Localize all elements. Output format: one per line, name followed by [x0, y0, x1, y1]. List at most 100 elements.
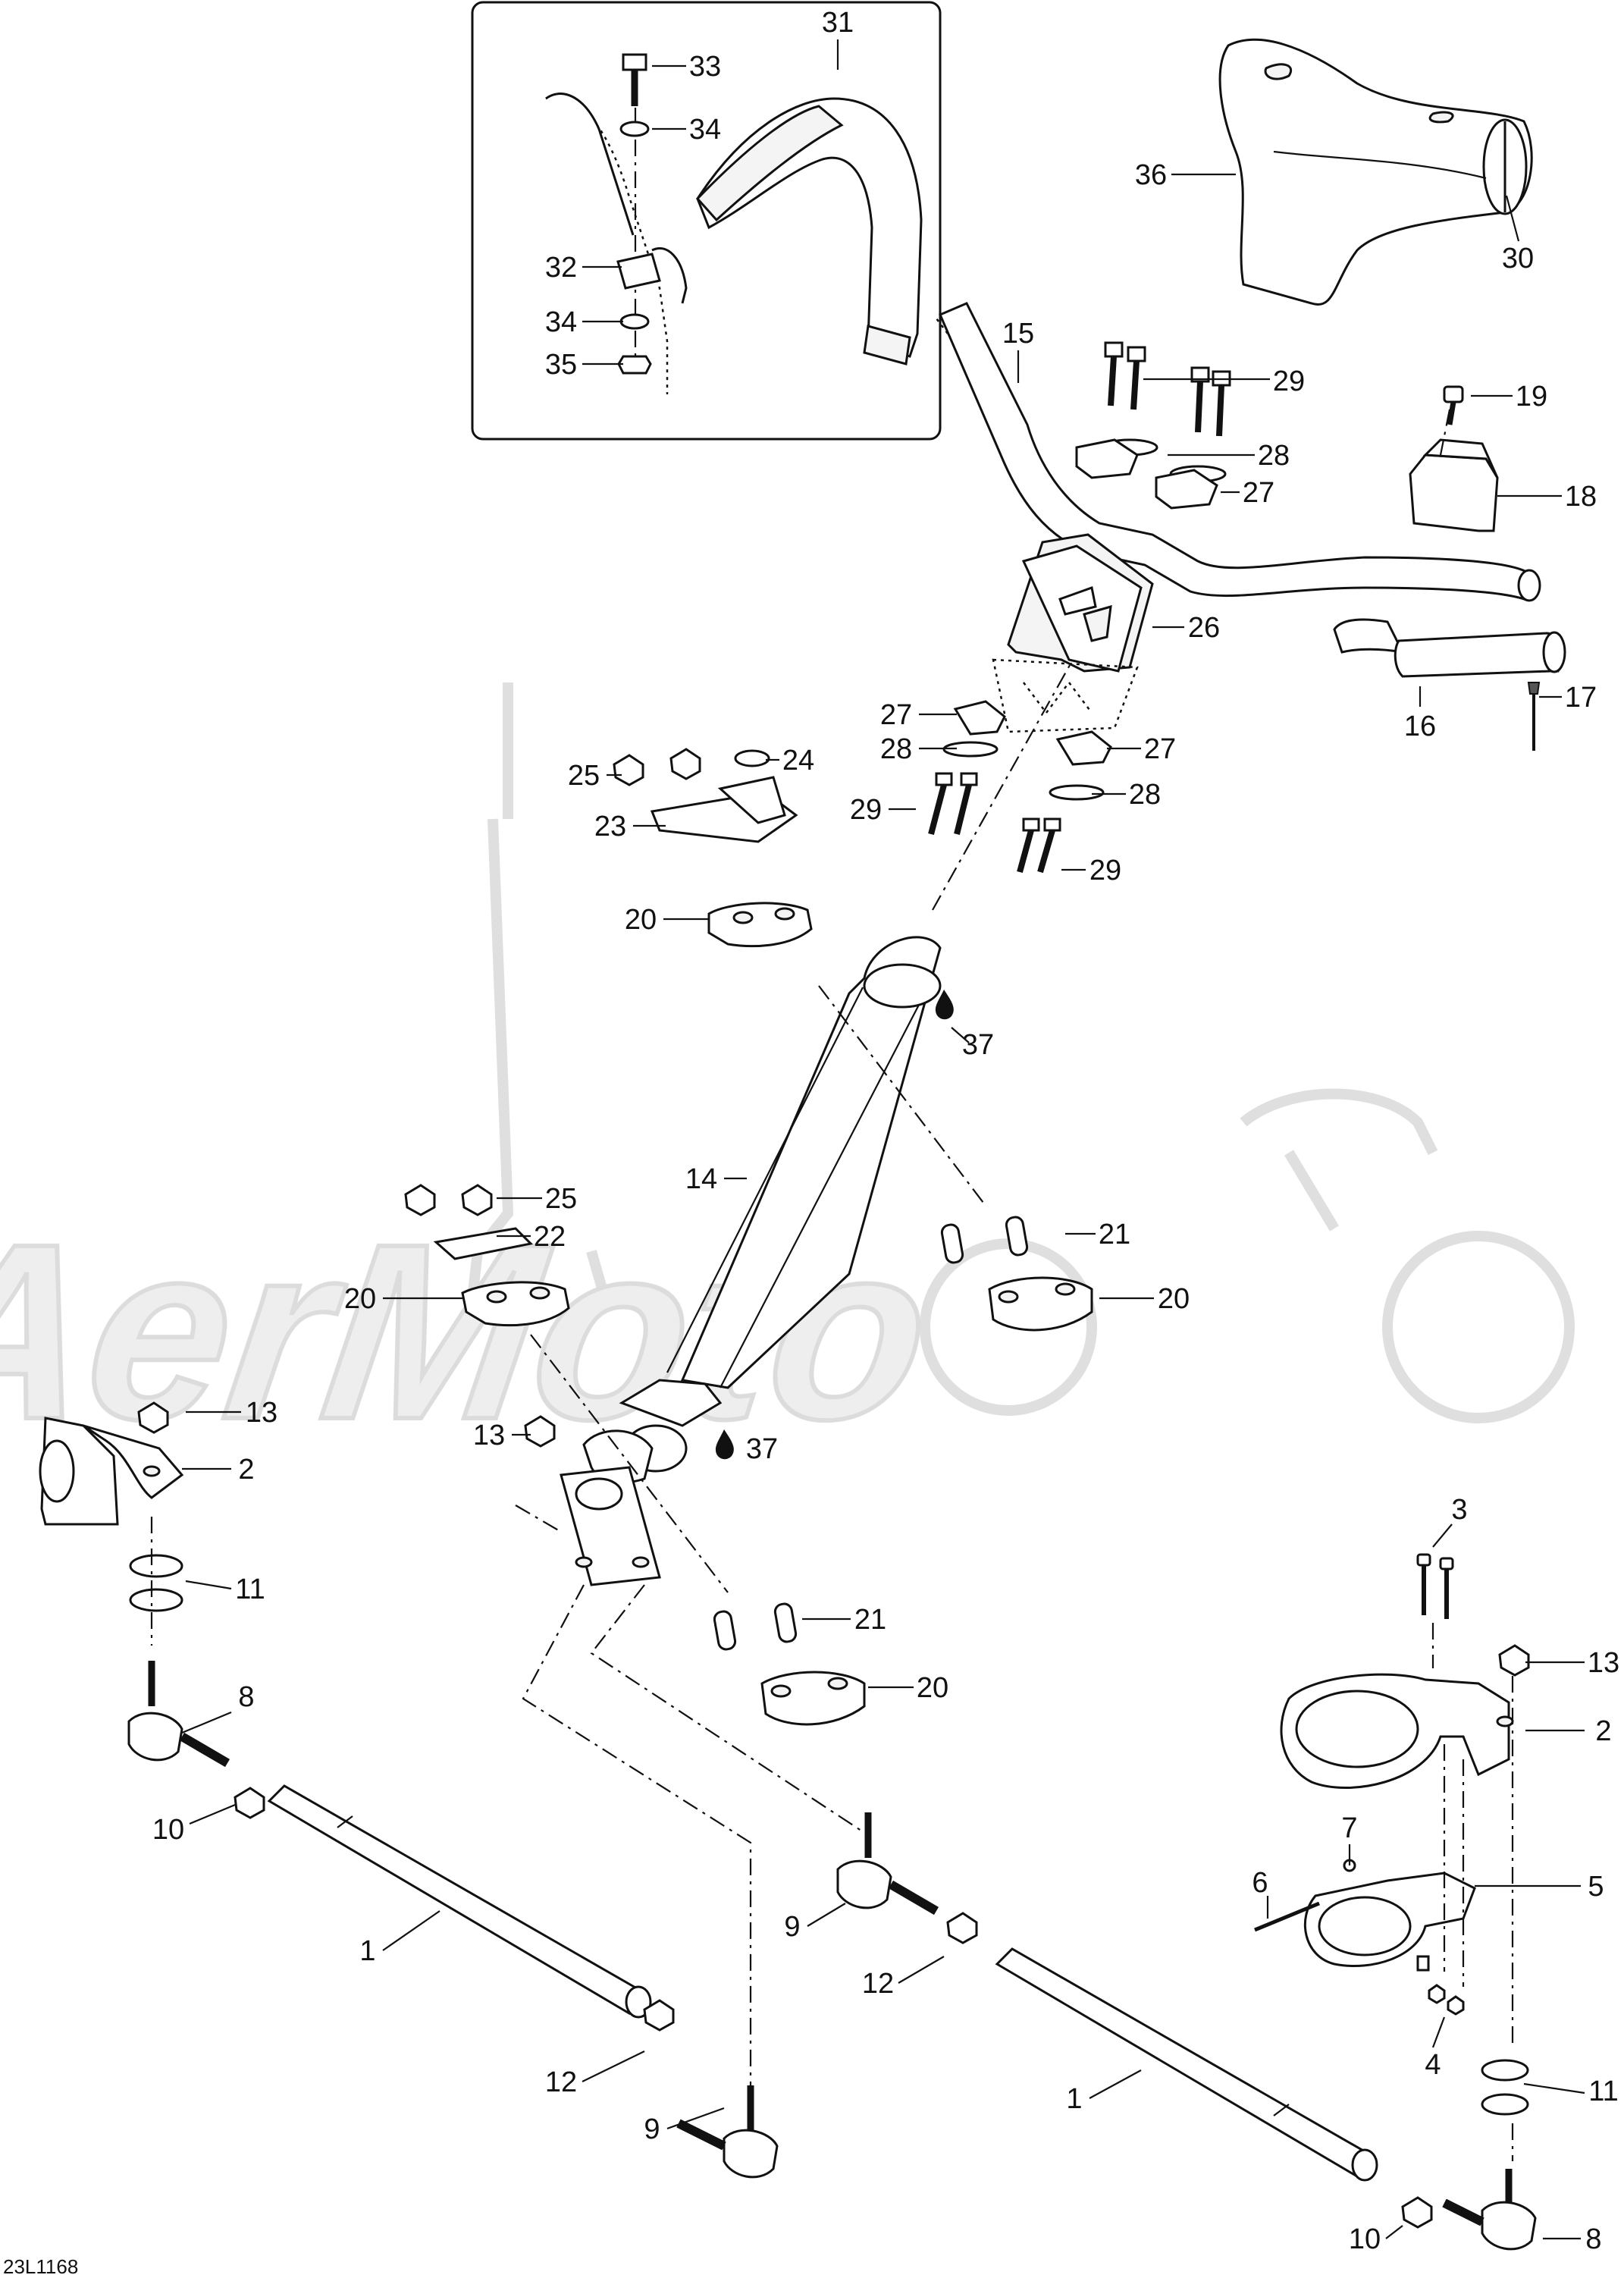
- lower-clamp-set: [928, 700, 1112, 874]
- callout-c22: 22: [534, 1221, 566, 1253]
- callout-c2a: 2: [238, 1454, 254, 1486]
- callout-c13a: 13: [246, 1397, 277, 1429]
- leader-line-c37a: [951, 1027, 970, 1043]
- callout-c29a: 29: [1273, 366, 1305, 397]
- leader-line-c10b: [1385, 2225, 1403, 2239]
- inset-fastener-stack: [616, 53, 688, 375]
- steering-bracket-upper: [613, 748, 813, 948]
- grease-drop-icon-b: [715, 1429, 734, 1460]
- callout-c12b: 12: [545, 2066, 577, 2098]
- callout-c1b: 1: [1066, 2083, 1082, 2115]
- callout-c29b: 29: [850, 794, 882, 826]
- clamp-set-lower: [530, 1334, 866, 1726]
- callout-c20b: 20: [344, 1283, 376, 1315]
- callout-c6: 6: [1252, 1867, 1268, 1899]
- callout-c29c: 29: [1089, 855, 1121, 886]
- callout-c7: 7: [1341, 1812, 1357, 1844]
- steering-plate: [515, 1415, 870, 2085]
- left-pivot-assembly: [39, 1401, 265, 1819]
- callout-c32: 32: [545, 252, 577, 284]
- grip-part-16: [1333, 618, 1566, 678]
- leader-line-c1a: [382, 1910, 440, 1951]
- handlebar-part-15: [936, 302, 1541, 602]
- callout-c25b: 25: [545, 1183, 577, 1215]
- leader-line-c12a: [898, 1956, 945, 1984]
- clamp-set-right: [818, 985, 1093, 1332]
- leader-line-c1b: [1089, 2069, 1142, 2099]
- callout-c9a: 9: [784, 1911, 800, 1943]
- callout-c14: 14: [685, 1163, 717, 1195]
- callout-c25a: 25: [568, 760, 600, 792]
- switch-part-18: [1409, 409, 1499, 532]
- callout-c18: 18: [1565, 481, 1597, 513]
- callout-c34b: 34: [545, 306, 577, 338]
- callout-c26: 26: [1188, 612, 1220, 644]
- tie-rod-right-part-1: [995, 1947, 1378, 2182]
- upper-clamp-set: [1075, 341, 1231, 510]
- callout-c37a: 37: [962, 1029, 994, 1061]
- steering-column-part-14: [582, 659, 1074, 1484]
- handlebar-end-part-31: [545, 93, 923, 394]
- callout-c21a: 21: [1099, 1219, 1130, 1250]
- callout-c27b: 27: [880, 699, 912, 731]
- callout-c28a: 28: [1258, 440, 1290, 472]
- ball-joint-centre-part-9: [836, 1812, 978, 1944]
- callout-c27c: 27: [1144, 733, 1176, 765]
- callout-c5: 5: [1588, 1871, 1604, 1903]
- callout-c13c: 13: [1588, 1647, 1619, 1679]
- callout-c20c: 20: [1158, 1283, 1190, 1315]
- callout-c15: 15: [1002, 318, 1034, 350]
- callout-c21b: 21: [854, 1604, 886, 1636]
- callout-c11b: 11: [1588, 2076, 1618, 2107]
- callout-c27a: 27: [1243, 477, 1274, 509]
- leader-line-c30: [1505, 195, 1520, 242]
- leader-line-c9a: [807, 1903, 846, 1927]
- callout-c28b: 28: [880, 733, 912, 765]
- ball-joint-lower-part-9: [643, 1999, 779, 2179]
- callout-c17: 17: [1565, 682, 1597, 714]
- handlebar-cover-part-36: [1218, 38, 1533, 306]
- leader-line-c11b: [1523, 2082, 1585, 2094]
- callout-c11a: 11: [235, 1574, 265, 1605]
- leader-line-c11a: [185, 1580, 232, 1590]
- callout-c1a: 1: [359, 1935, 375, 1967]
- callout-c33: 33: [689, 51, 721, 83]
- callout-c34a: 34: [689, 114, 721, 146]
- leader-line-c8a: [181, 1711, 232, 1734]
- callout-c10b: 10: [1349, 2223, 1381, 2255]
- callout-c12a: 12: [862, 1968, 894, 2000]
- callout-c36: 36: [1135, 159, 1167, 191]
- leader-line-c4: [1431, 2016, 1446, 2048]
- callout-c10a: 10: [152, 1814, 184, 1846]
- callout-c16: 16: [1404, 711, 1436, 742]
- callout-c37b: 37: [746, 1433, 778, 1465]
- callout-c8b: 8: [1585, 2223, 1601, 2255]
- callout-c35: 35: [545, 349, 577, 381]
- callout-c23: 23: [594, 811, 626, 842]
- plug-part-17: [1527, 682, 1541, 751]
- leader-line-c3: [1432, 1523, 1453, 1548]
- right-pivot-assembly: [1254, 1553, 1537, 2251]
- tie-rod-left-part-1: [267, 1784, 652, 2019]
- screw-part-19: [1443, 385, 1464, 425]
- inset-frame: [471, 1, 942, 441]
- callout-c30: 30: [1502, 243, 1534, 275]
- callout-c8a: 8: [238, 1681, 254, 1713]
- callout-c31: 31: [822, 7, 854, 39]
- callout-c9b: 9: [644, 2113, 660, 2145]
- riser-part-26: [992, 533, 1154, 733]
- callout-c2b: 2: [1595, 1715, 1611, 1747]
- callout-c3: 3: [1451, 1494, 1467, 1526]
- callout-c19: 19: [1516, 381, 1547, 413]
- watermark: AerMoto: [0, 682, 1575, 1474]
- leader-line-c12b: [582, 2051, 645, 2082]
- callout-c20d: 20: [917, 1672, 948, 1704]
- callout-c20a: 20: [625, 904, 657, 936]
- callout-c28c: 28: [1129, 779, 1161, 811]
- callout-c24: 24: [782, 745, 814, 777]
- grease-drop-icon-a: [935, 990, 954, 1020]
- leader-line-c10a: [189, 1803, 236, 1825]
- callout-c13b: 13: [473, 1420, 505, 1451]
